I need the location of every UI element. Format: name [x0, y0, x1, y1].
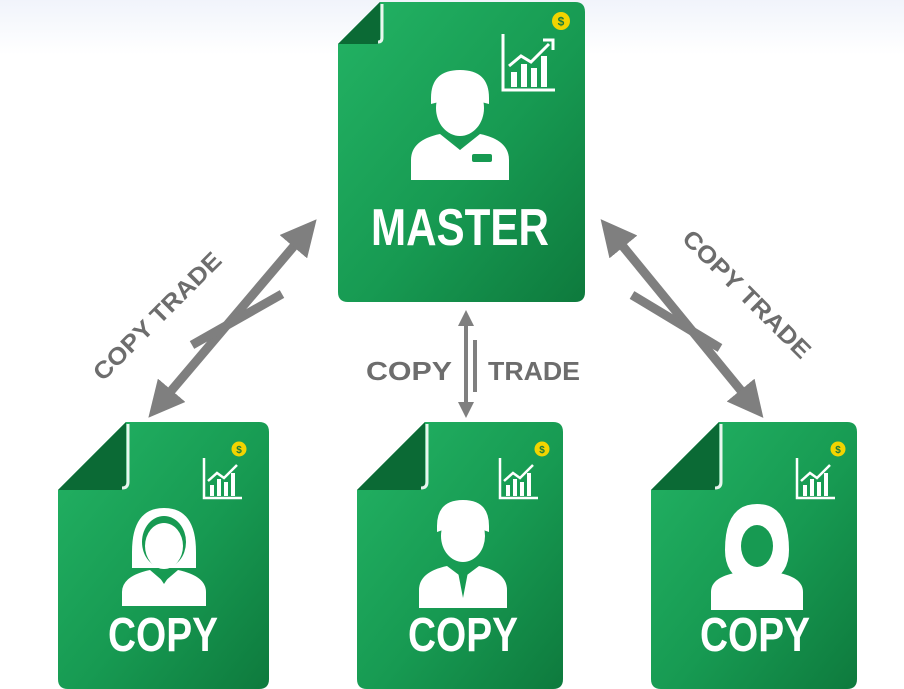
- growth-chart-icon: [202, 458, 242, 500]
- svg-text:$: $: [558, 15, 565, 29]
- left-parallel-bar: [189, 290, 285, 349]
- woman-hijab-icon: [711, 504, 803, 610]
- woman-icon: [122, 508, 206, 606]
- right-parallel-bar: [629, 291, 723, 352]
- master-label: MASTER: [371, 199, 549, 257]
- man-tie-icon: [419, 500, 507, 608]
- copy-label-2: COPY: [408, 609, 518, 662]
- right-arrow: [600, 219, 764, 418]
- copy-card-3: $ COPY: [651, 422, 857, 689]
- right-connector: COPY TRADE: [600, 219, 816, 418]
- dollar-coin-icon: $: [830, 441, 846, 457]
- dollar-coin-icon: $: [534, 441, 550, 457]
- copy-card-2: $ COPY: [357, 422, 563, 689]
- man-with-badge-icon: [411, 70, 509, 180]
- svg-text:$: $: [835, 445, 841, 456]
- copy-label-1: COPY: [108, 609, 218, 662]
- svg-text:$: $: [539, 445, 545, 456]
- left-connector: COPY TRADE: [88, 219, 317, 418]
- center-connector: COPY TRADE: [366, 310, 580, 418]
- growth-chart-icon: [795, 458, 835, 500]
- master-card: $ MASTER: [338, 2, 585, 302]
- copy-card-1: $ COPY: [58, 422, 269, 689]
- center-copy-label: COPY: [366, 356, 452, 386]
- dollar-coin-icon: $: [231, 441, 247, 457]
- growth-chart-icon: [501, 34, 555, 92]
- center-trade-label: TRADE: [488, 356, 580, 386]
- dollar-coin-icon: $: [552, 12, 570, 30]
- left-copy-trade-label: COPY TRADE: [88, 247, 227, 386]
- growth-chart-icon: [498, 458, 538, 500]
- copy-label-3: COPY: [700, 609, 810, 662]
- svg-text:$: $: [236, 445, 242, 456]
